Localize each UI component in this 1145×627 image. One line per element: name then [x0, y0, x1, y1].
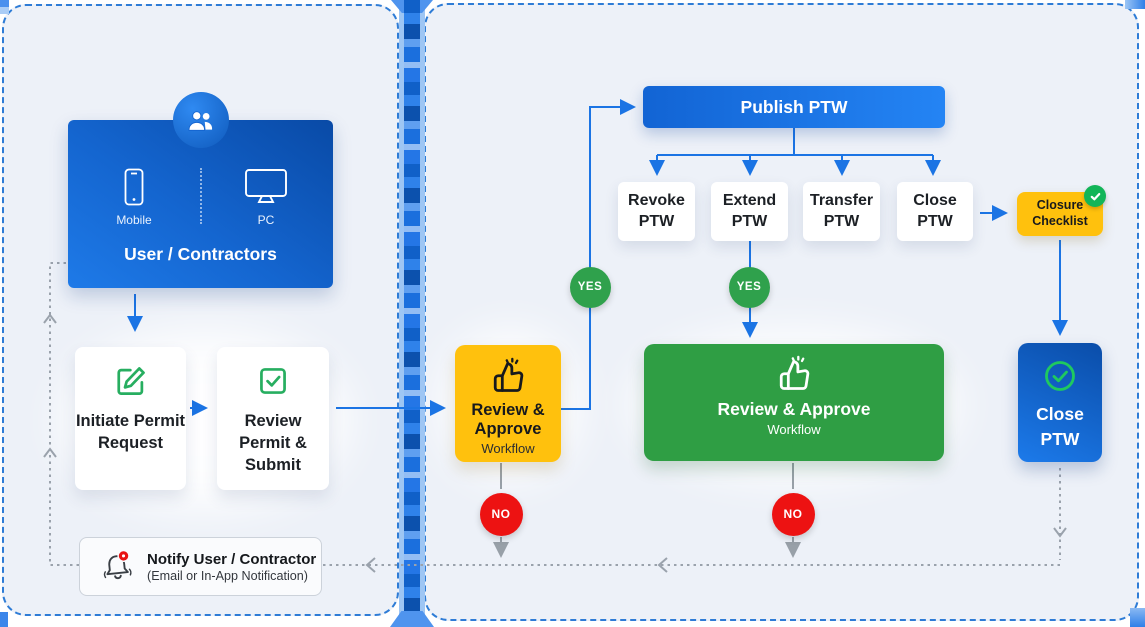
review-approve-workflow-yellow: Review & Approve Workflow: [455, 345, 561, 462]
extend-ptw-box: Extend PTW: [711, 182, 788, 241]
pc-icon: [226, 166, 306, 206]
edit-icon: [116, 367, 145, 396]
yes-badge-left: YES: [569, 266, 611, 308]
user-contractors-title: User / Contractors: [124, 244, 277, 264]
chevron-up-1: [43, 313, 57, 324]
closure-checklist-box: Closure Checklist: [1017, 192, 1103, 236]
chevron-left-2: [657, 557, 668, 573]
pixel-divider: [399, 0, 425, 627]
notify-subtitle: (Email or In-App Notification): [147, 568, 308, 583]
transfer-ptw-box: Transfer PTW: [803, 182, 880, 241]
chevron-left-1: [365, 557, 376, 573]
corner-mosaic: [0, 612, 8, 627]
yellow-workflow-title: Review & Approve: [471, 401, 545, 438]
chevron-down-1: [1053, 527, 1067, 538]
corner-mosaic: [0, 0, 9, 14]
no-badge-left: NO: [479, 492, 523, 536]
chevron-up-2: [43, 447, 57, 458]
close-ptw-final-label: Close PTW: [1036, 404, 1084, 449]
check-square-icon: [260, 368, 286, 394]
review-approve-workflow-green: Review & Approve Workflow: [644, 344, 944, 461]
thumbs-up-icon: [779, 355, 810, 390]
no-badge-right: NO: [771, 492, 815, 536]
notification-bell-icon: [103, 549, 132, 579]
corner-mosaic: [1130, 608, 1145, 627]
green-workflow-title: Review & Approve: [717, 399, 871, 419]
revoke-ptw-box: Revoke PTW: [618, 182, 695, 241]
initiate-permit-card: Initiate Permit Request: [75, 347, 186, 490]
publish-ptw-bar: Publish PTW: [643, 86, 945, 128]
corner-mosaic: [1125, 0, 1145, 9]
review-permit-card: Review Permit & Submit: [217, 347, 329, 490]
user-contractors-box: Mobile PC User / Contractors: [68, 120, 333, 288]
yes-badge-right: YES: [728, 266, 770, 308]
people-icon: [188, 110, 213, 131]
closure-check-badge-icon: [1084, 185, 1106, 207]
pc-label: PC: [257, 213, 275, 227]
review-permit-label: Review Permit & Submit: [239, 412, 307, 474]
close-ptw-final-box: Close PTW: [1018, 343, 1102, 462]
close-ptw-action-box: Close PTW: [897, 182, 973, 241]
check-circle-icon: [1045, 361, 1075, 391]
publish-branch-stub: [657, 128, 933, 156]
yellow-workflow-subtitle: Workflow: [481, 440, 535, 456]
mobile-label: Mobile: [116, 213, 152, 227]
users-avatar-circle: [173, 92, 229, 148]
mobile-icon: [94, 166, 174, 206]
device-divider: [200, 168, 202, 224]
publish-ptw-label: Publish PTW: [740, 96, 848, 117]
notify-title: Notify User / Contractor: [147, 550, 317, 568]
thumbs-up-icon: [493, 357, 524, 392]
initiate-permit-label: Initiate Permit Request: [75, 412, 186, 452]
dotted-notify-loop: [49, 262, 79, 566]
arrow-workflow-to-publish: [561, 99, 636, 410]
green-workflow-subtitle: Workflow: [767, 422, 821, 437]
notify-box: Notify User / Contractor (Email or In-Ap…: [79, 537, 322, 596]
